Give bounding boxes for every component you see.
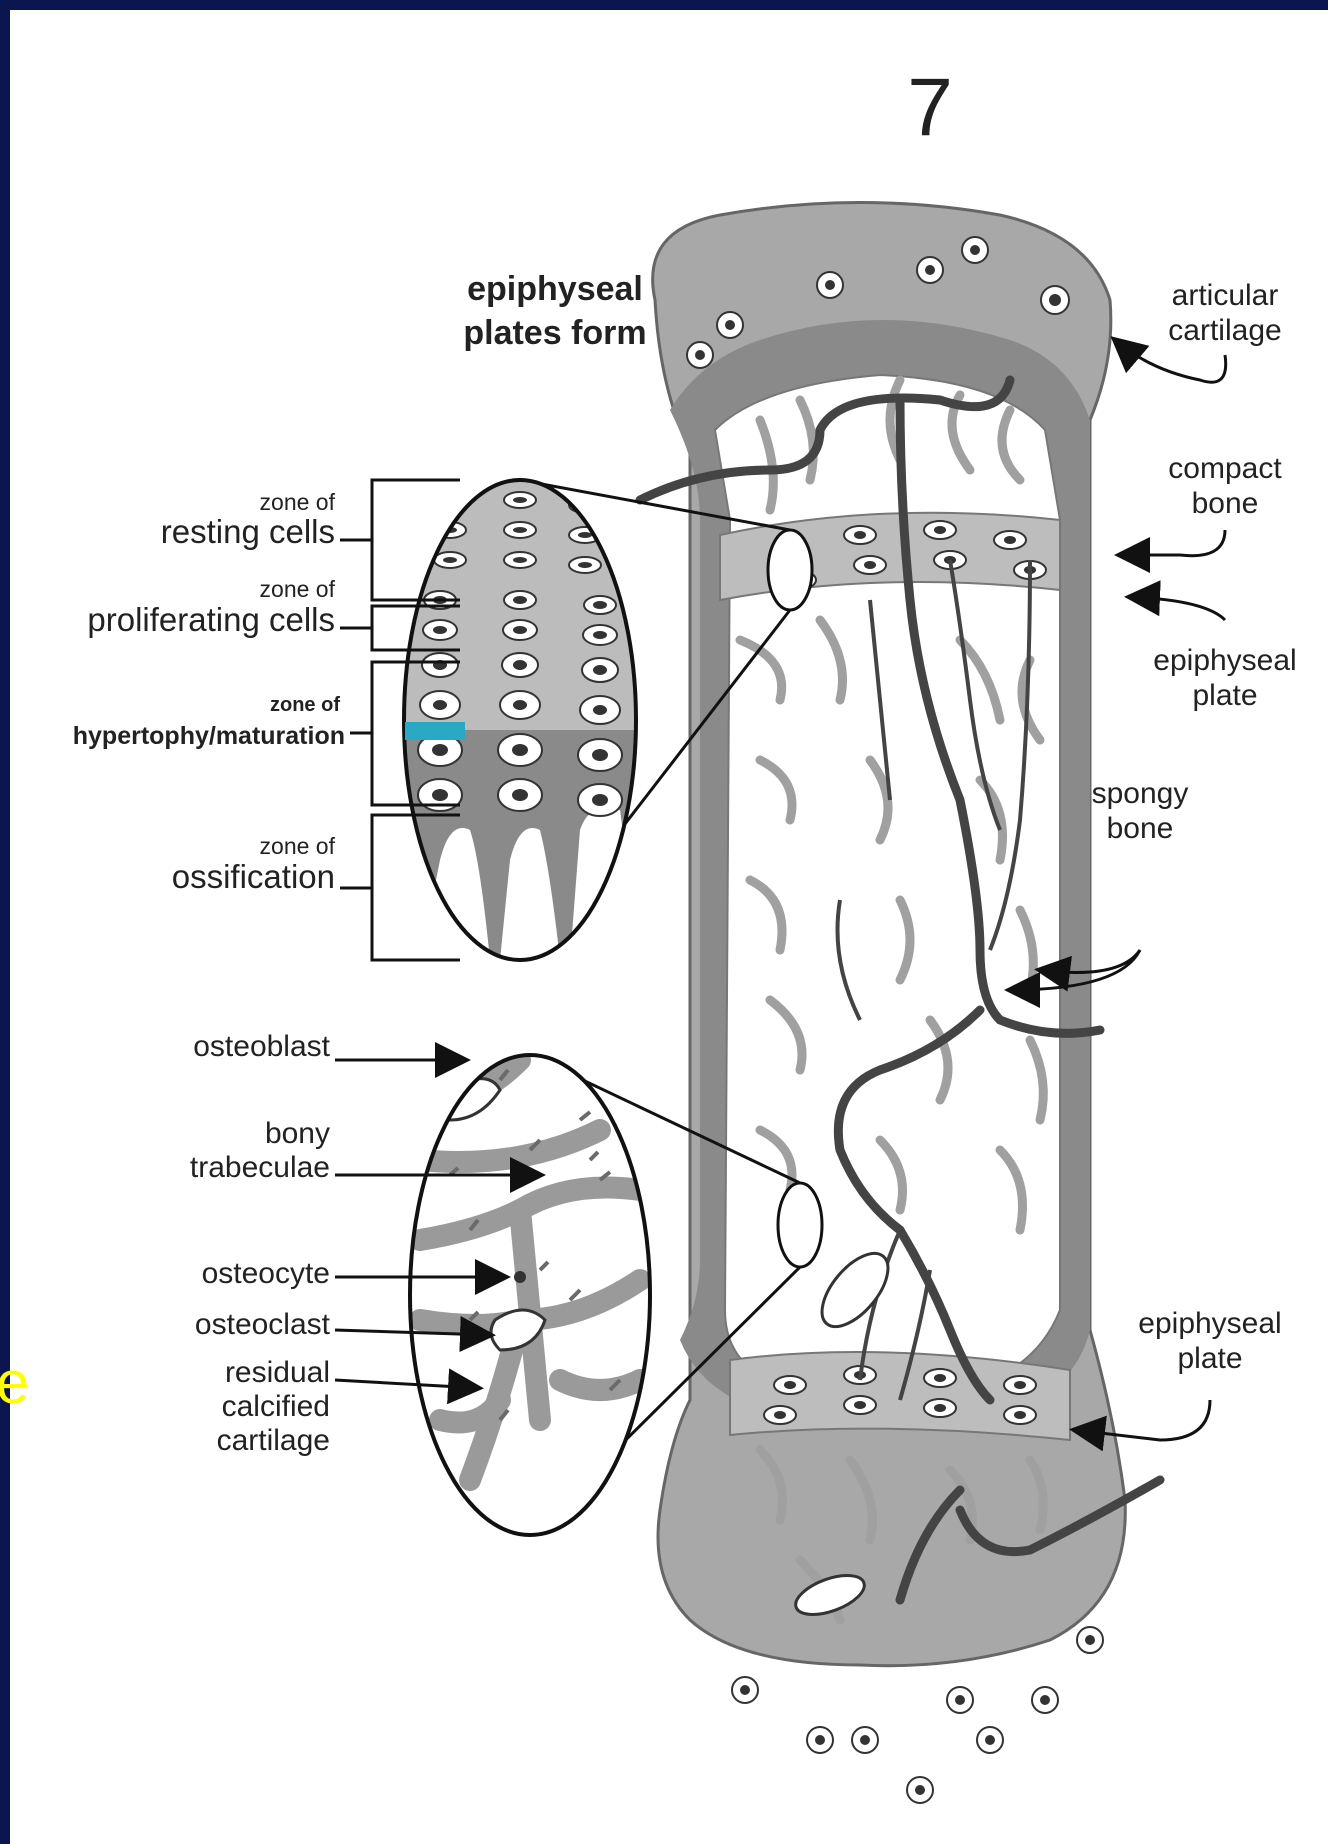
label-compact-1: compact — [1168, 452, 1282, 485]
label-bony-1: bony — [265, 1117, 330, 1150]
label-osteocyte: osteocyte — [202, 1257, 330, 1290]
label-residual-2: calcified — [222, 1390, 330, 1423]
label-bony-2: trabeculae — [190, 1151, 330, 1184]
label-spongy-2: bone — [1107, 812, 1174, 845]
zone-resting-label: resting cells — [161, 513, 335, 550]
zone-ossif-label: ossification — [172, 858, 335, 895]
zone-ossif-small: zone of — [260, 833, 336, 859]
title-line-1: epiphyseal — [467, 270, 643, 308]
label-articular-1: articular — [1172, 279, 1279, 312]
label-residual-3: cartilage — [217, 1424, 330, 1457]
zone-resting-small: zone of — [260, 489, 336, 515]
label-osteoblast: osteoblast — [193, 1030, 330, 1063]
hypertrophy-highlight — [405, 722, 465, 740]
label-spongy-1: spongy — [1092, 777, 1189, 810]
label-compact-2: bone — [1192, 487, 1259, 520]
label-osteoclast: osteoclast — [195, 1308, 331, 1341]
long-bone — [640, 203, 1160, 1804]
zone-hyper-label: hypertophy/maturation — [73, 722, 345, 750]
zone-prolif-small: zone of — [260, 576, 336, 602]
label-epi-bot-1: epiphyseal — [1138, 1307, 1281, 1340]
label-epi-bot-2: plate — [1177, 1342, 1242, 1375]
step-number: 7 — [907, 62, 953, 153]
title-line-2: plates form — [463, 314, 646, 352]
zone-hyper-small: zone of — [270, 694, 340, 716]
ossification-zoom — [410, 1055, 650, 1535]
growth-plate-zoom — [400, 480, 640, 970]
label-residual-1: residual — [225, 1356, 330, 1389]
label-epi-top-1: epiphyseal — [1153, 644, 1296, 677]
label-epi-top-2: plate — [1192, 679, 1257, 712]
zone-prolif-label: proliferating cells — [87, 601, 335, 638]
label-articular-2: cartilage — [1168, 314, 1281, 347]
